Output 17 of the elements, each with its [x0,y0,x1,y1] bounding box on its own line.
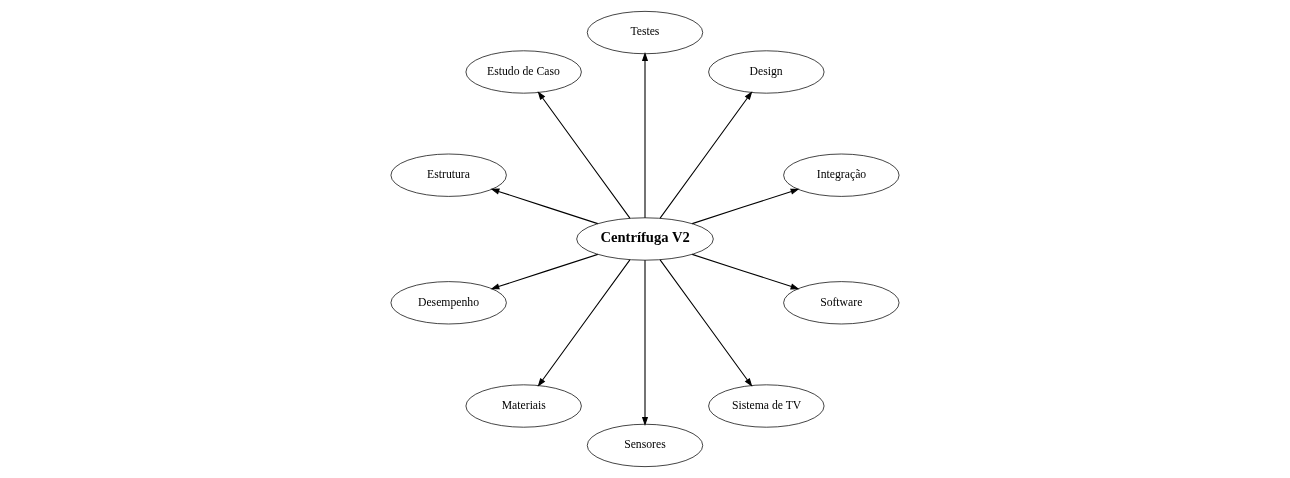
arrow [537,259,631,387]
node-ellipse: Materiais [465,384,582,428]
arrow [490,253,599,290]
node-ellipse: Estudo de Caso [465,50,582,94]
node-ellipse: Centrífuga V2 [576,217,714,261]
arrow [537,91,631,219]
arrow [659,259,753,387]
node-ellipse: Sistema de TV [708,384,825,428]
arrow [691,188,800,225]
node-ellipse: Sensores [586,423,704,467]
arrow [641,52,649,219]
node-ellipse: Design [708,50,825,94]
arrow [691,253,800,290]
node-ellipse: Testes [586,11,704,55]
arrow [641,259,649,426]
arrow [490,188,599,225]
arrow [659,91,753,219]
